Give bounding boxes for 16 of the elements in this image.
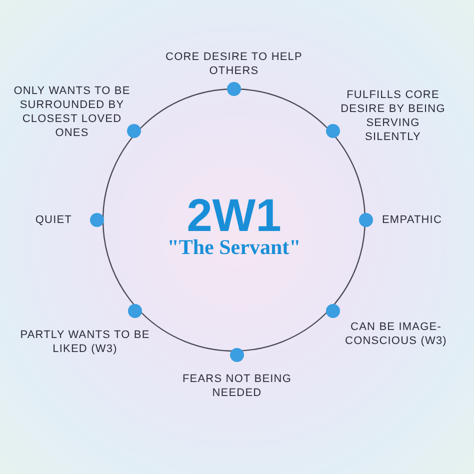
point-label: FULFILLS CORE DESIRE BY BEING SERVING SILENTLY	[340, 88, 446, 144]
point-label: EMPATHIC	[382, 213, 444, 227]
marker-dot	[128, 304, 142, 318]
marker-dot	[359, 213, 373, 227]
point-label: QUIET	[34, 213, 72, 227]
marker-dot	[227, 82, 241, 96]
marker-dot	[326, 304, 340, 318]
point-label: ONLY WANTS TO BE SURROUNDED BY CLOSEST LOVED ONES	[12, 84, 132, 140]
marker-dot	[127, 124, 141, 138]
marker-dot	[230, 348, 244, 362]
marker-dot	[90, 213, 104, 227]
point-label: FEARS NOT BEING NEEDED	[181, 372, 293, 400]
marker-dot	[326, 124, 340, 138]
point-label: PARTLY WANTS TO BE LIKED (W3)	[20, 328, 150, 356]
point-label: CAN BE IMAGE-CONSCIOUS (W3)	[344, 320, 448, 348]
point-label: CORE DESIRE TO HELP OTHERS	[164, 50, 304, 78]
